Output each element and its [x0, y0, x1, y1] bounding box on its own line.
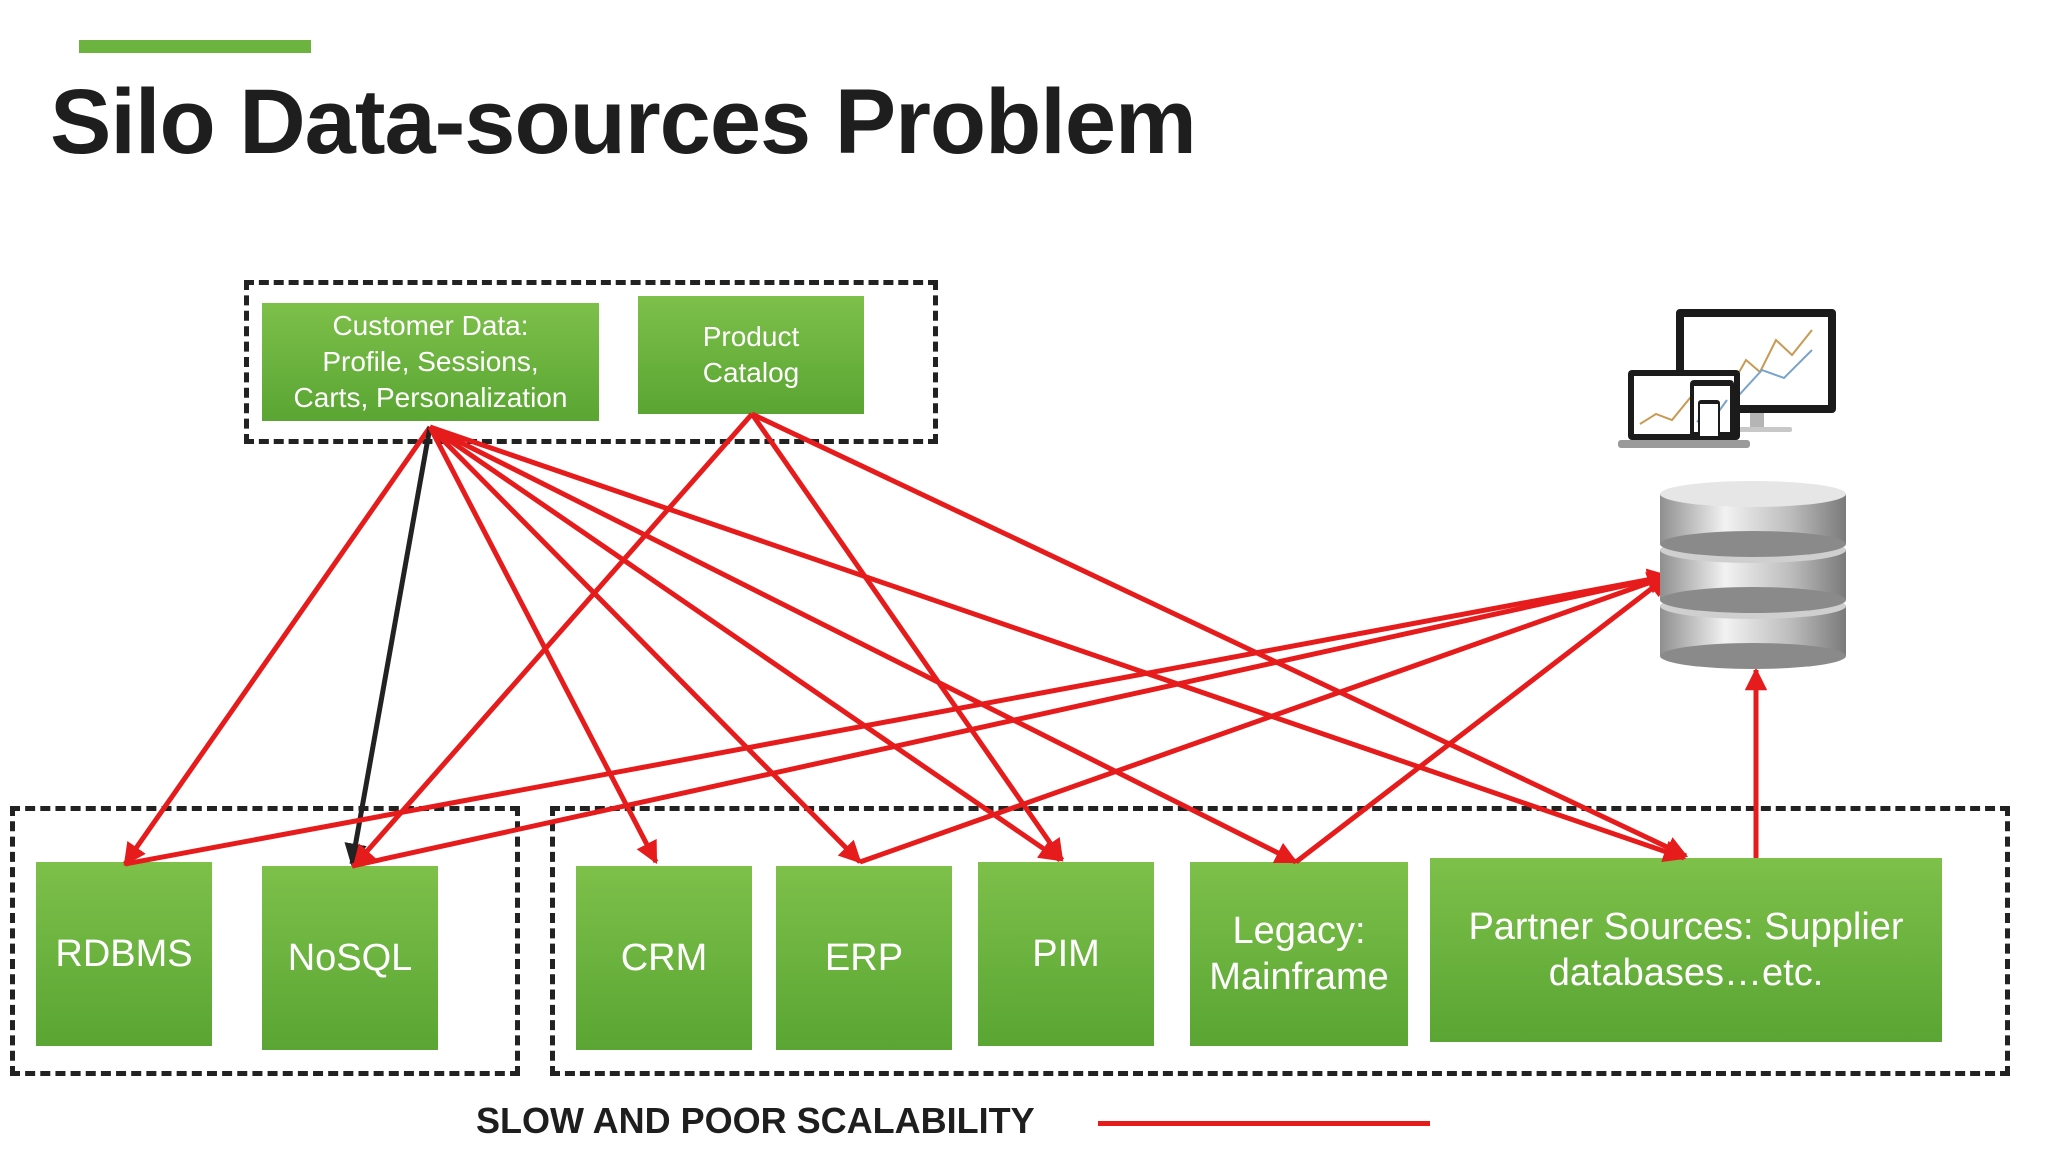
- arrow-customer-to-partner: [429, 424, 1687, 863]
- databases-group: [10, 806, 520, 1076]
- database-icon: [1660, 481, 1846, 669]
- top-sources-group: [244, 280, 938, 444]
- arrow-catalog-to-pim: [749, 412, 1065, 862]
- arrow-catalog-to-nosql: [352, 412, 754, 868]
- arrow-customer-to-rdbms: [122, 425, 433, 866]
- legacy-mainframe-box: Legacy: Mainframe: [1190, 862, 1408, 1046]
- pim-label: PIM: [1032, 933, 1100, 975]
- arrow-customer-to-pim: [428, 424, 1062, 863]
- arrow-customer-to-erp: [428, 425, 862, 864]
- arrow-customer-to-crm: [427, 425, 659, 864]
- customer-data-label: Customer Data: Profile, Sessions, Carts,…: [293, 310, 568, 413]
- arrow-erp-to-database: [859, 572, 1671, 865]
- slide-title: Silo Data-sources Problem: [50, 71, 1197, 173]
- erp-box: ERP: [776, 866, 952, 1050]
- product-catalog-label: Product Catalog: [702, 321, 800, 388]
- nosql-label: NoSQL: [287, 937, 413, 979]
- legend-label: SLOW AND POOR SCALABILITY: [476, 1100, 1035, 1141]
- crm-box: CRM: [576, 866, 752, 1050]
- arrow-legacy-to-database: [1294, 574, 1670, 864]
- nosql-box: NoSQL: [262, 866, 438, 1050]
- legacy-mainframe-label: Legacy: Mainframe: [1209, 910, 1389, 998]
- devices-icon: [1618, 309, 1836, 448]
- rdbms-box: RDBMS: [36, 862, 212, 1046]
- arrow-nosql-to-database: [351, 569, 1671, 869]
- arrow-rdbms-to-database: [124, 568, 1671, 867]
- crm-label: CRM: [620, 937, 708, 979]
- legend-red-line: [1098, 1121, 1430, 1126]
- customer-data-box: Customer Data: Profile, Sessions, Carts,…: [262, 303, 599, 421]
- product-catalog-box: Product Catalog: [638, 296, 864, 414]
- erp-label: ERP: [824, 937, 904, 979]
- rdbms-label: RDBMS: [55, 933, 193, 975]
- arrow-customer-to-legacy: [428, 424, 1299, 865]
- partner-sources-box: Partner Sources: Supplier databases…etc.: [1430, 858, 1942, 1042]
- pim-box: PIM: [978, 862, 1154, 1046]
- title-accent-bar: [79, 40, 311, 53]
- arrow-customer-to-nosql: [344, 426, 433, 867]
- arrow-catalog-to-partner: [750, 411, 1689, 859]
- enterprise-systems-group: [550, 806, 2010, 1076]
- partner-sources-label: Partner Sources: Supplier databases…etc.: [1468, 906, 1904, 994]
